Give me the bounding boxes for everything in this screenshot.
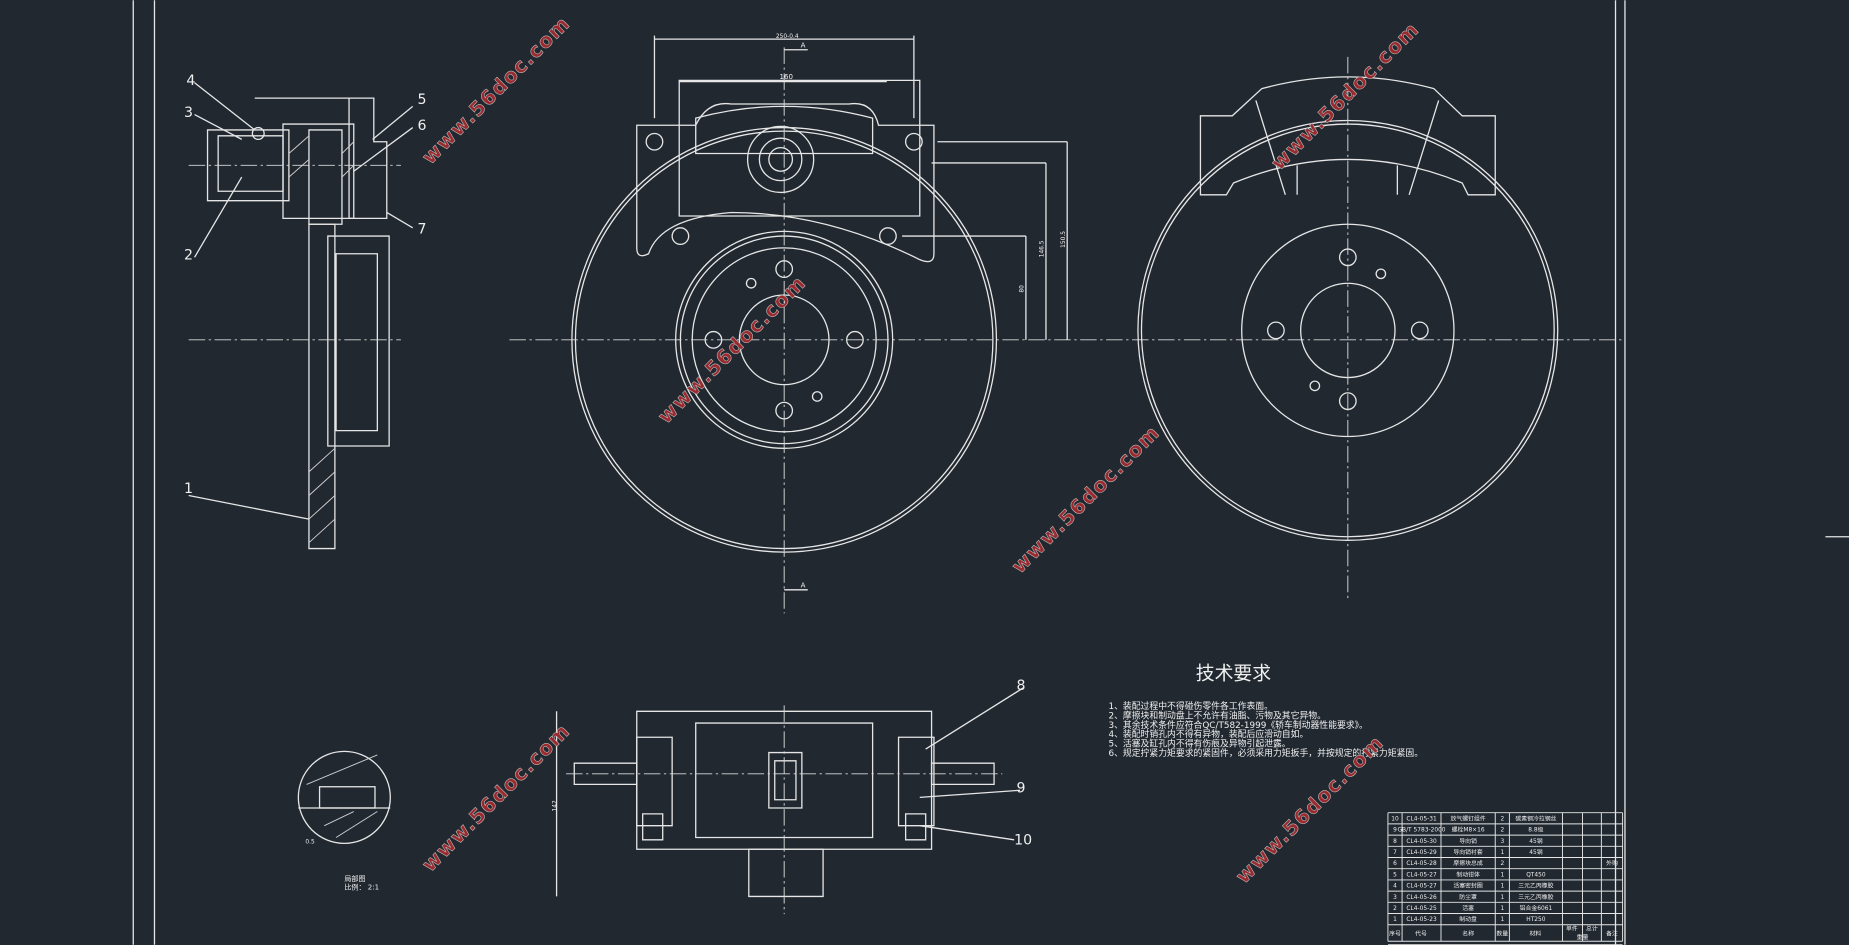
- bom-cell: 三元乙丙橡胶: [1518, 893, 1553, 901]
- dim-overall-width: 250-0.4: [776, 34, 799, 40]
- bom-cell: 摩擦块总成: [1453, 859, 1483, 867]
- dim-height-2: 146.5: [1040, 240, 1046, 257]
- bom-cell: CL4-05-30: [1406, 839, 1437, 845]
- bom-cell: 1: [1500, 895, 1504, 901]
- bom-cell: 8.8级: [1528, 826, 1543, 834]
- bom-cell: CL4-05-29: [1406, 850, 1437, 856]
- dim-height-1: 80: [1020, 285, 1026, 293]
- bom-cell: 2: [1500, 861, 1504, 867]
- bom-cell: 10: [1391, 816, 1399, 822]
- watermark: www.56doc.com: [417, 11, 575, 169]
- balloon-9: 9: [1016, 781, 1025, 797]
- bom-header: 单件: [1566, 925, 1578, 933]
- bom-cell: 制动钳体: [1456, 870, 1480, 878]
- dim-bottom-width: 142: [553, 800, 559, 811]
- bom-cell: 铝合金6061: [1520, 904, 1553, 912]
- bom-cell: QT450: [1526, 872, 1546, 878]
- bom-cell: 活塞: [1462, 904, 1474, 912]
- detail-scale: 比例： 2:1: [344, 882, 379, 891]
- detail-title: 局部图: [344, 874, 365, 883]
- bom-cell: 外购: [1606, 859, 1618, 867]
- bom-cell: 5: [1393, 872, 1397, 878]
- top-section-view: [555, 687, 1024, 915]
- tech-item-3: 3、其余技术条件应符合QC/T582-1999《轿车制动器性能要求》。: [1108, 719, 1367, 731]
- dim-height-3: 150.5: [1061, 231, 1067, 248]
- balloon-3: 3: [184, 105, 193, 121]
- bom-cell: 2: [1500, 816, 1504, 822]
- bom-cell: 7: [1393, 850, 1397, 856]
- tech-item-1: 1、装配过程中不得碰伤零件各工作表面。: [1108, 700, 1273, 712]
- bom-cell: CL4-05-27: [1406, 884, 1437, 890]
- balloon-8: 8: [1016, 678, 1025, 694]
- bom-cell: 1: [1500, 850, 1504, 856]
- bom-cell: CL4-05-26: [1406, 895, 1437, 901]
- bom-cell: GB/T 5783-2000: [1398, 828, 1446, 834]
- bom-cell: 1: [1500, 906, 1504, 912]
- bom-cell: 8: [1393, 839, 1397, 845]
- tech-item-5: 5、活塞及缸孔内不得有伤痕及异物引起泄露。: [1108, 738, 1290, 750]
- drawing-frame: [132, 0, 1849, 945]
- balloon-5: 5: [417, 92, 426, 108]
- tech-item-6: 6、规定拧紧力矩要求的紧固件，必须采用力矩扳手，并按规定的拧紧力矩紧固。: [1108, 747, 1423, 759]
- bom-cell: CL4-05-28: [1406, 861, 1437, 867]
- bom-header: 材料: [1529, 929, 1541, 937]
- tech-requirements-list: 1、装配过程中不得碰伤零件各工作表面。 2、摩擦块和制动盘上不允许有油脂、污物及…: [1108, 700, 1423, 759]
- bom-cell: 1: [1393, 917, 1397, 923]
- bom-cell: 1: [1500, 872, 1504, 878]
- watermark: www.56doc.com: [1266, 17, 1424, 175]
- balloon-1: 1: [184, 481, 193, 497]
- bom-cell: CL4-05-27: [1406, 872, 1437, 878]
- detail-view: [297, 750, 391, 845]
- bom-cell: 45钢: [1529, 848, 1542, 856]
- rear-view: [1137, 56, 1559, 602]
- watermark: www.56doc.com: [1007, 420, 1165, 578]
- balloon-10: 10: [1014, 833, 1032, 849]
- section-mark-bottom: A: [801, 580, 806, 589]
- bom-cell: 导向销: [1459, 837, 1477, 845]
- bom-cell: 4: [1393, 884, 1397, 890]
- bom-cell: HT250: [1526, 917, 1545, 923]
- front-view: [509, 35, 1622, 614]
- bom-header: 总计: [1586, 925, 1598, 933]
- bom-cell: 三元乙丙橡胶: [1518, 882, 1553, 890]
- balloon-6: 6: [417, 118, 426, 134]
- side-section-view: [188, 82, 414, 550]
- bom-cell: CL4-05-31: [1406, 816, 1437, 822]
- bom-cell: 3: [1500, 839, 1504, 845]
- bom-header: 名称: [1462, 929, 1474, 937]
- bom-header: 重量: [1577, 933, 1589, 941]
- bom-cell: 碳素钢冷拉钢丝: [1515, 814, 1556, 822]
- tech-item-4: 4、装配时销孔内不得有异物，装配后应滑动自如。: [1108, 728, 1308, 740]
- dim-pad-width: 160: [779, 72, 793, 81]
- bom-cell: CL4-05-23: [1406, 917, 1437, 923]
- bom-header: 代号: [1415, 929, 1427, 937]
- bom-cell: 螺栓M8×16: [1452, 826, 1485, 834]
- bom-cell: 防尘罩: [1459, 893, 1477, 901]
- bom-header: 数量: [1496, 929, 1508, 937]
- bom-header: 序号: [1389, 929, 1401, 937]
- bom-cell: 9: [1393, 828, 1397, 834]
- watermark: www.56doc.com: [417, 719, 575, 877]
- bom-cell: 放气螺钉组件: [1450, 814, 1485, 822]
- bom-cell: 3: [1393, 895, 1397, 901]
- section-mark-top: A: [801, 40, 806, 49]
- balloon-4: 4: [186, 73, 195, 89]
- bom-header: 备注: [1606, 929, 1618, 937]
- bom-cell: 45钢: [1529, 837, 1542, 845]
- balloon-2: 2: [184, 248, 193, 264]
- bom-cell: 1: [1500, 884, 1504, 890]
- balloon-7: 7: [417, 222, 426, 238]
- tech-requirements-title: 技术要求: [1196, 662, 1272, 684]
- bom-cell: 2: [1500, 828, 1504, 834]
- bom-cell: 导向销衬套: [1453, 848, 1483, 856]
- bom-cell: 6: [1393, 861, 1397, 867]
- bom-cell: 制动盘: [1459, 915, 1477, 923]
- bom-cell: 2: [1393, 906, 1397, 912]
- detail-dim: 0.5: [305, 839, 315, 845]
- bom-cell: CL4-05-25: [1406, 906, 1437, 912]
- bom-cell: 1: [1500, 917, 1504, 923]
- bom-cell: 活塞密封圈: [1453, 882, 1483, 890]
- tech-item-2: 2、摩擦块和制动盘上不允许有油脂、污物及其它异物。: [1108, 709, 1326, 721]
